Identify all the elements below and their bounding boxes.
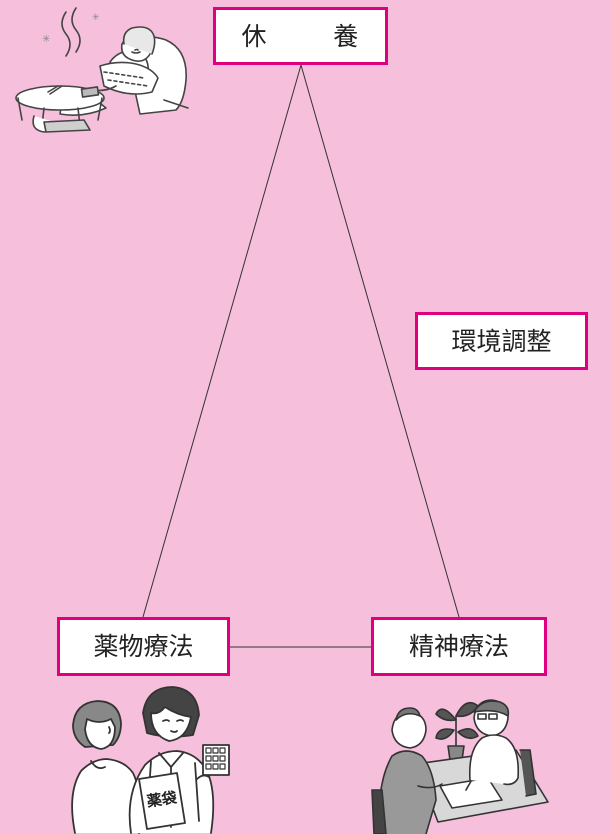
node-rest-label: 休 養 (242, 24, 360, 49)
node-rest-char-2: 養 (333, 21, 360, 51)
medicine-bag-label: 薬袋 (145, 788, 179, 810)
svg-text:✳: ✳ (42, 34, 50, 45)
node-environment-label: 環境調整 (451, 326, 552, 356)
svg-text:✳: ✳ (92, 13, 100, 23)
node-psych-label: 精神療法 (408, 632, 509, 661)
node-rest-char-1: 休 (241, 21, 268, 51)
node-rest: 休 養 (213, 7, 388, 65)
pharmacist-and-patient-icon: 薬袋 (71, 686, 230, 834)
node-psychotherapy: 精神療法 (371, 617, 547, 676)
node-environment-adjustment: 環境調整 (415, 312, 588, 370)
node-drug-label: 薬物療法 (93, 632, 194, 661)
resting-person-icon: ✳ ✳ (15, 7, 189, 133)
counseling-session-icon (371, 699, 549, 834)
node-drug-therapy: 薬物療法 (57, 617, 230, 676)
